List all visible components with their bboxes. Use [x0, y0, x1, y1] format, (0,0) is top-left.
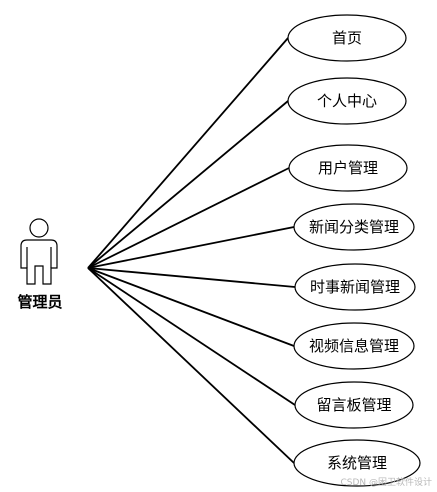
- use-case-label: 首页: [332, 29, 362, 47]
- association-line: [87, 37, 289, 269]
- use-case-label: 视频信息管理: [309, 337, 399, 355]
- stick-figure-actor-icon: [20, 218, 58, 285]
- use-case-personal-center: 个人中心: [287, 77, 407, 125]
- use-case-label: 新闻分类管理: [309, 218, 399, 236]
- use-case-ellipse: [293, 322, 415, 370]
- use-case-current-news-management: 时事新闻管理: [294, 263, 416, 311]
- use-case-ellipse: [294, 381, 414, 429]
- association-line: [87, 267, 295, 347]
- use-case-ellipse: [294, 263, 416, 311]
- association-line: [87, 100, 289, 269]
- use-case-news-category-management: 新闻分类管理: [293, 203, 415, 251]
- use-case-ellipse: [293, 203, 415, 251]
- use-case-label: 留言板管理: [316, 396, 391, 414]
- use-case-video-info-management: 视频信息管理: [293, 322, 415, 370]
- association-line: [87, 267, 296, 406]
- use-case-label: 时事新闻管理: [310, 278, 400, 296]
- actor-administrator: 管理员: [17, 218, 63, 311]
- use-case-ellipse: [287, 77, 407, 125]
- association-line: [87, 267, 296, 288]
- association-line: [87, 267, 295, 464]
- watermark-text: CSDN @困卫软件设计: [340, 476, 432, 488]
- use-case-home: 首页: [287, 14, 407, 62]
- use-case-list: 首页 个人中心 用户管理 新闻分类管理 时事新闻管理 视频信息管理: [287, 14, 421, 487]
- use-case-label: 用户管理: [318, 159, 378, 177]
- use-case-label: 系统管理: [327, 454, 387, 472]
- use-case-message-board-management: 留言板管理: [294, 381, 414, 429]
- association-lines: [87, 37, 296, 464]
- association-line: [87, 226, 295, 269]
- use-case-ellipse: [287, 14, 407, 62]
- association-line: [87, 167, 290, 269]
- use-case-ellipse: [288, 144, 408, 192]
- use-case-ellipse: [293, 439, 421, 487]
- use-case-system-management: 系统管理: [293, 439, 421, 487]
- use-case-label: 个人中心: [317, 92, 377, 110]
- actor-label: 管理员: [17, 293, 62, 311]
- use-case-user-management: 用户管理: [288, 144, 408, 192]
